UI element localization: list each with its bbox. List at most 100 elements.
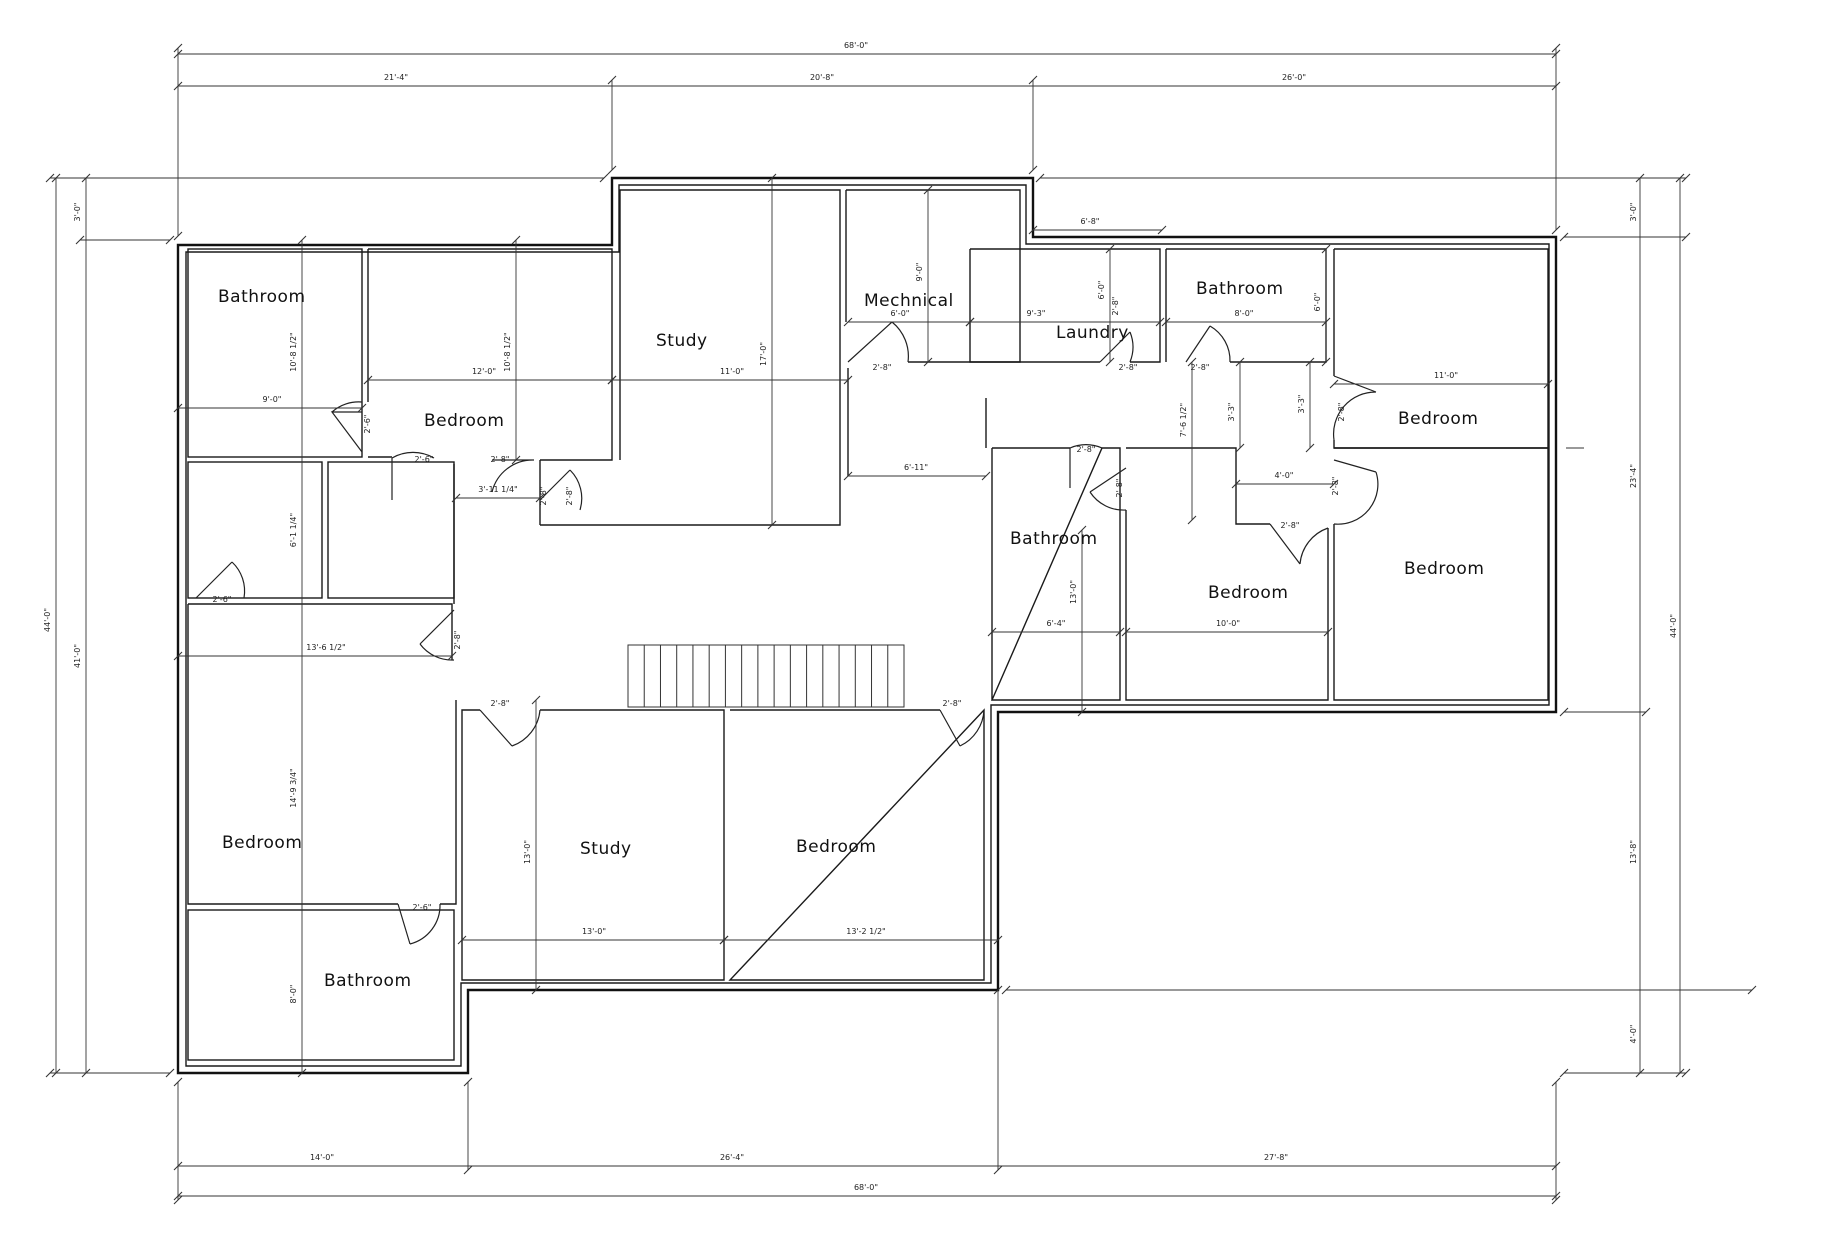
dimension-tick xyxy=(173,49,183,59)
room-label-bathroom-nw: Bathroom xyxy=(218,287,306,307)
room-label-bathroom-sw: Bathroom xyxy=(324,971,412,991)
wall-bedroom-e2 xyxy=(1333,447,1549,701)
dimension-tick xyxy=(1305,357,1315,367)
dimension-tick xyxy=(173,43,183,53)
dim-label-8-0-bath: 8'-0" xyxy=(289,985,298,1004)
wall-bathroom-e xyxy=(990,447,1121,701)
dimension-tick xyxy=(1028,225,1038,235)
dimension-tick xyxy=(1641,707,1651,717)
door-label-2-8-g: 2'-8" xyxy=(1337,403,1346,422)
room-label-bedroom-ne: Bedroom xyxy=(1398,409,1478,429)
dimension-tick xyxy=(81,173,91,183)
dimension-tick xyxy=(607,165,617,175)
dimension-tick xyxy=(1231,479,1241,489)
dimension-tick xyxy=(463,1165,473,1175)
door-bath-e xyxy=(1069,444,1103,488)
wall-bedroom-s xyxy=(728,708,985,981)
dim-label-3-11: 3'-11 1/4" xyxy=(478,485,517,494)
dim-label-11-0-study: 11'-0" xyxy=(720,367,744,376)
dimension-tick xyxy=(457,935,467,945)
dim-label-7-6: 7'-6 1/2" xyxy=(1179,403,1188,437)
room-label-bedroom-e1: Bedroom xyxy=(1208,583,1288,603)
dimension-labels: 68'-0" 21'-4" 20'-8" 26'-0" 14'-0" 26'-4… xyxy=(43,41,1678,1192)
exterior-wall-inner xyxy=(185,184,1550,1067)
dimension-tick xyxy=(173,1195,183,1205)
dim-label-right-top: 3'-0" xyxy=(1629,203,1638,222)
dim-label-mech-v: 9'-0" xyxy=(915,263,924,282)
dim-label-10-8-a: 10'-8 1/2" xyxy=(289,332,298,371)
dim-label-9-3: 9'-3" xyxy=(1027,309,1046,318)
room-label-study-s: Study xyxy=(580,839,632,859)
wall-mechanical xyxy=(845,189,1021,363)
dimension-tick xyxy=(1551,1195,1561,1205)
door-label-2-6-c: 2'-6" xyxy=(213,595,232,604)
wall-bedroom-e1 xyxy=(1125,447,1329,701)
door-bedroom-s xyxy=(939,709,985,747)
dimension-tick xyxy=(1155,317,1165,327)
stair-outline xyxy=(627,644,905,708)
dimension-tick xyxy=(1551,1191,1561,1201)
dimension-tick xyxy=(1559,232,1569,242)
dim-label-left-outer: 44'-0" xyxy=(43,608,52,632)
door-bedroom-e1 xyxy=(1089,467,1127,511)
door-bedroom-e1-b xyxy=(1269,523,1329,565)
interior-walls xyxy=(187,189,1549,1061)
dimension-tick xyxy=(531,985,541,995)
door-label-2-8-f: 2'-8" xyxy=(1191,363,1210,372)
dimension-tick xyxy=(843,471,853,481)
dim-label-mech-h: 6'-0" xyxy=(891,309,910,318)
room-label-study-n: Study xyxy=(656,331,708,351)
doors xyxy=(195,321,1379,945)
dimension-tick xyxy=(75,235,85,245)
dimension-tick xyxy=(1105,357,1115,367)
dim-label-6-8: 6'-8" xyxy=(1081,217,1100,226)
dim-label-top-seg2: 20'-8" xyxy=(810,73,834,82)
dim-label-6-11: 6'-11" xyxy=(904,463,928,472)
dimension-tick xyxy=(511,235,521,245)
dim-label-9-0-bath: 9'-0" xyxy=(263,395,282,404)
door-label-2-6-b: 2'-6" xyxy=(415,455,434,464)
door-label-2-8-j: 2'-8" xyxy=(1281,521,1300,530)
dimension-tick xyxy=(173,1161,183,1171)
dimension-tick xyxy=(1321,357,1331,367)
dimension-tick xyxy=(1329,479,1339,489)
dimension-tick xyxy=(535,493,545,503)
dimension-tick xyxy=(1681,232,1691,242)
door-laundry xyxy=(1099,331,1134,363)
room-label-bathroom-ne: Bathroom xyxy=(1196,279,1284,299)
dimension-tick xyxy=(1559,1068,1569,1078)
dimension-tick xyxy=(1235,443,1245,453)
dimension-tick xyxy=(1551,1077,1561,1087)
wall-bedroom-w xyxy=(187,603,457,905)
dimension-tick xyxy=(165,1068,175,1078)
dim-label-3-3a: 3'-3" xyxy=(1227,403,1236,422)
dimension-tick xyxy=(51,1068,61,1078)
dimension-tick xyxy=(1675,173,1685,183)
dimension-tick xyxy=(607,375,617,385)
dimension-tick xyxy=(1305,443,1315,453)
dimension-tick xyxy=(923,185,933,195)
dimension-tick xyxy=(719,935,729,945)
dim-label-bottom-seg3: 27'-8" xyxy=(1264,1153,1288,1162)
wall-bathroom-sw xyxy=(187,909,455,1061)
dimension-tick xyxy=(981,471,991,481)
dimension-tick xyxy=(1321,244,1331,254)
dim-label-17-0: 17'-0" xyxy=(759,342,768,366)
dim-label-13-0-h: 13'-0" xyxy=(582,927,606,936)
dimension-tick xyxy=(1035,173,1045,183)
door-label-2-6-a: 2'-6" xyxy=(363,415,372,434)
dim-label-left-top: 3'-0" xyxy=(73,203,82,222)
dimension-tick xyxy=(451,493,461,503)
dim-label-11-0-ne: 11'-0" xyxy=(1434,371,1458,380)
dimension-tick xyxy=(923,357,933,367)
dimension-tick xyxy=(297,1068,307,1078)
dim-label-bottom-seg1: 14'-0" xyxy=(310,1153,334,1162)
dimension-tick xyxy=(965,317,975,327)
dimension-tick xyxy=(173,1191,183,1201)
wall-bedroom-n1 xyxy=(367,248,613,461)
dim-label-14-9: 14'-9 3/4" xyxy=(289,768,298,807)
dimension-tick xyxy=(843,317,853,327)
dimension-tick xyxy=(1543,379,1553,389)
room-label-bedroom-s: Bedroom xyxy=(796,837,876,857)
